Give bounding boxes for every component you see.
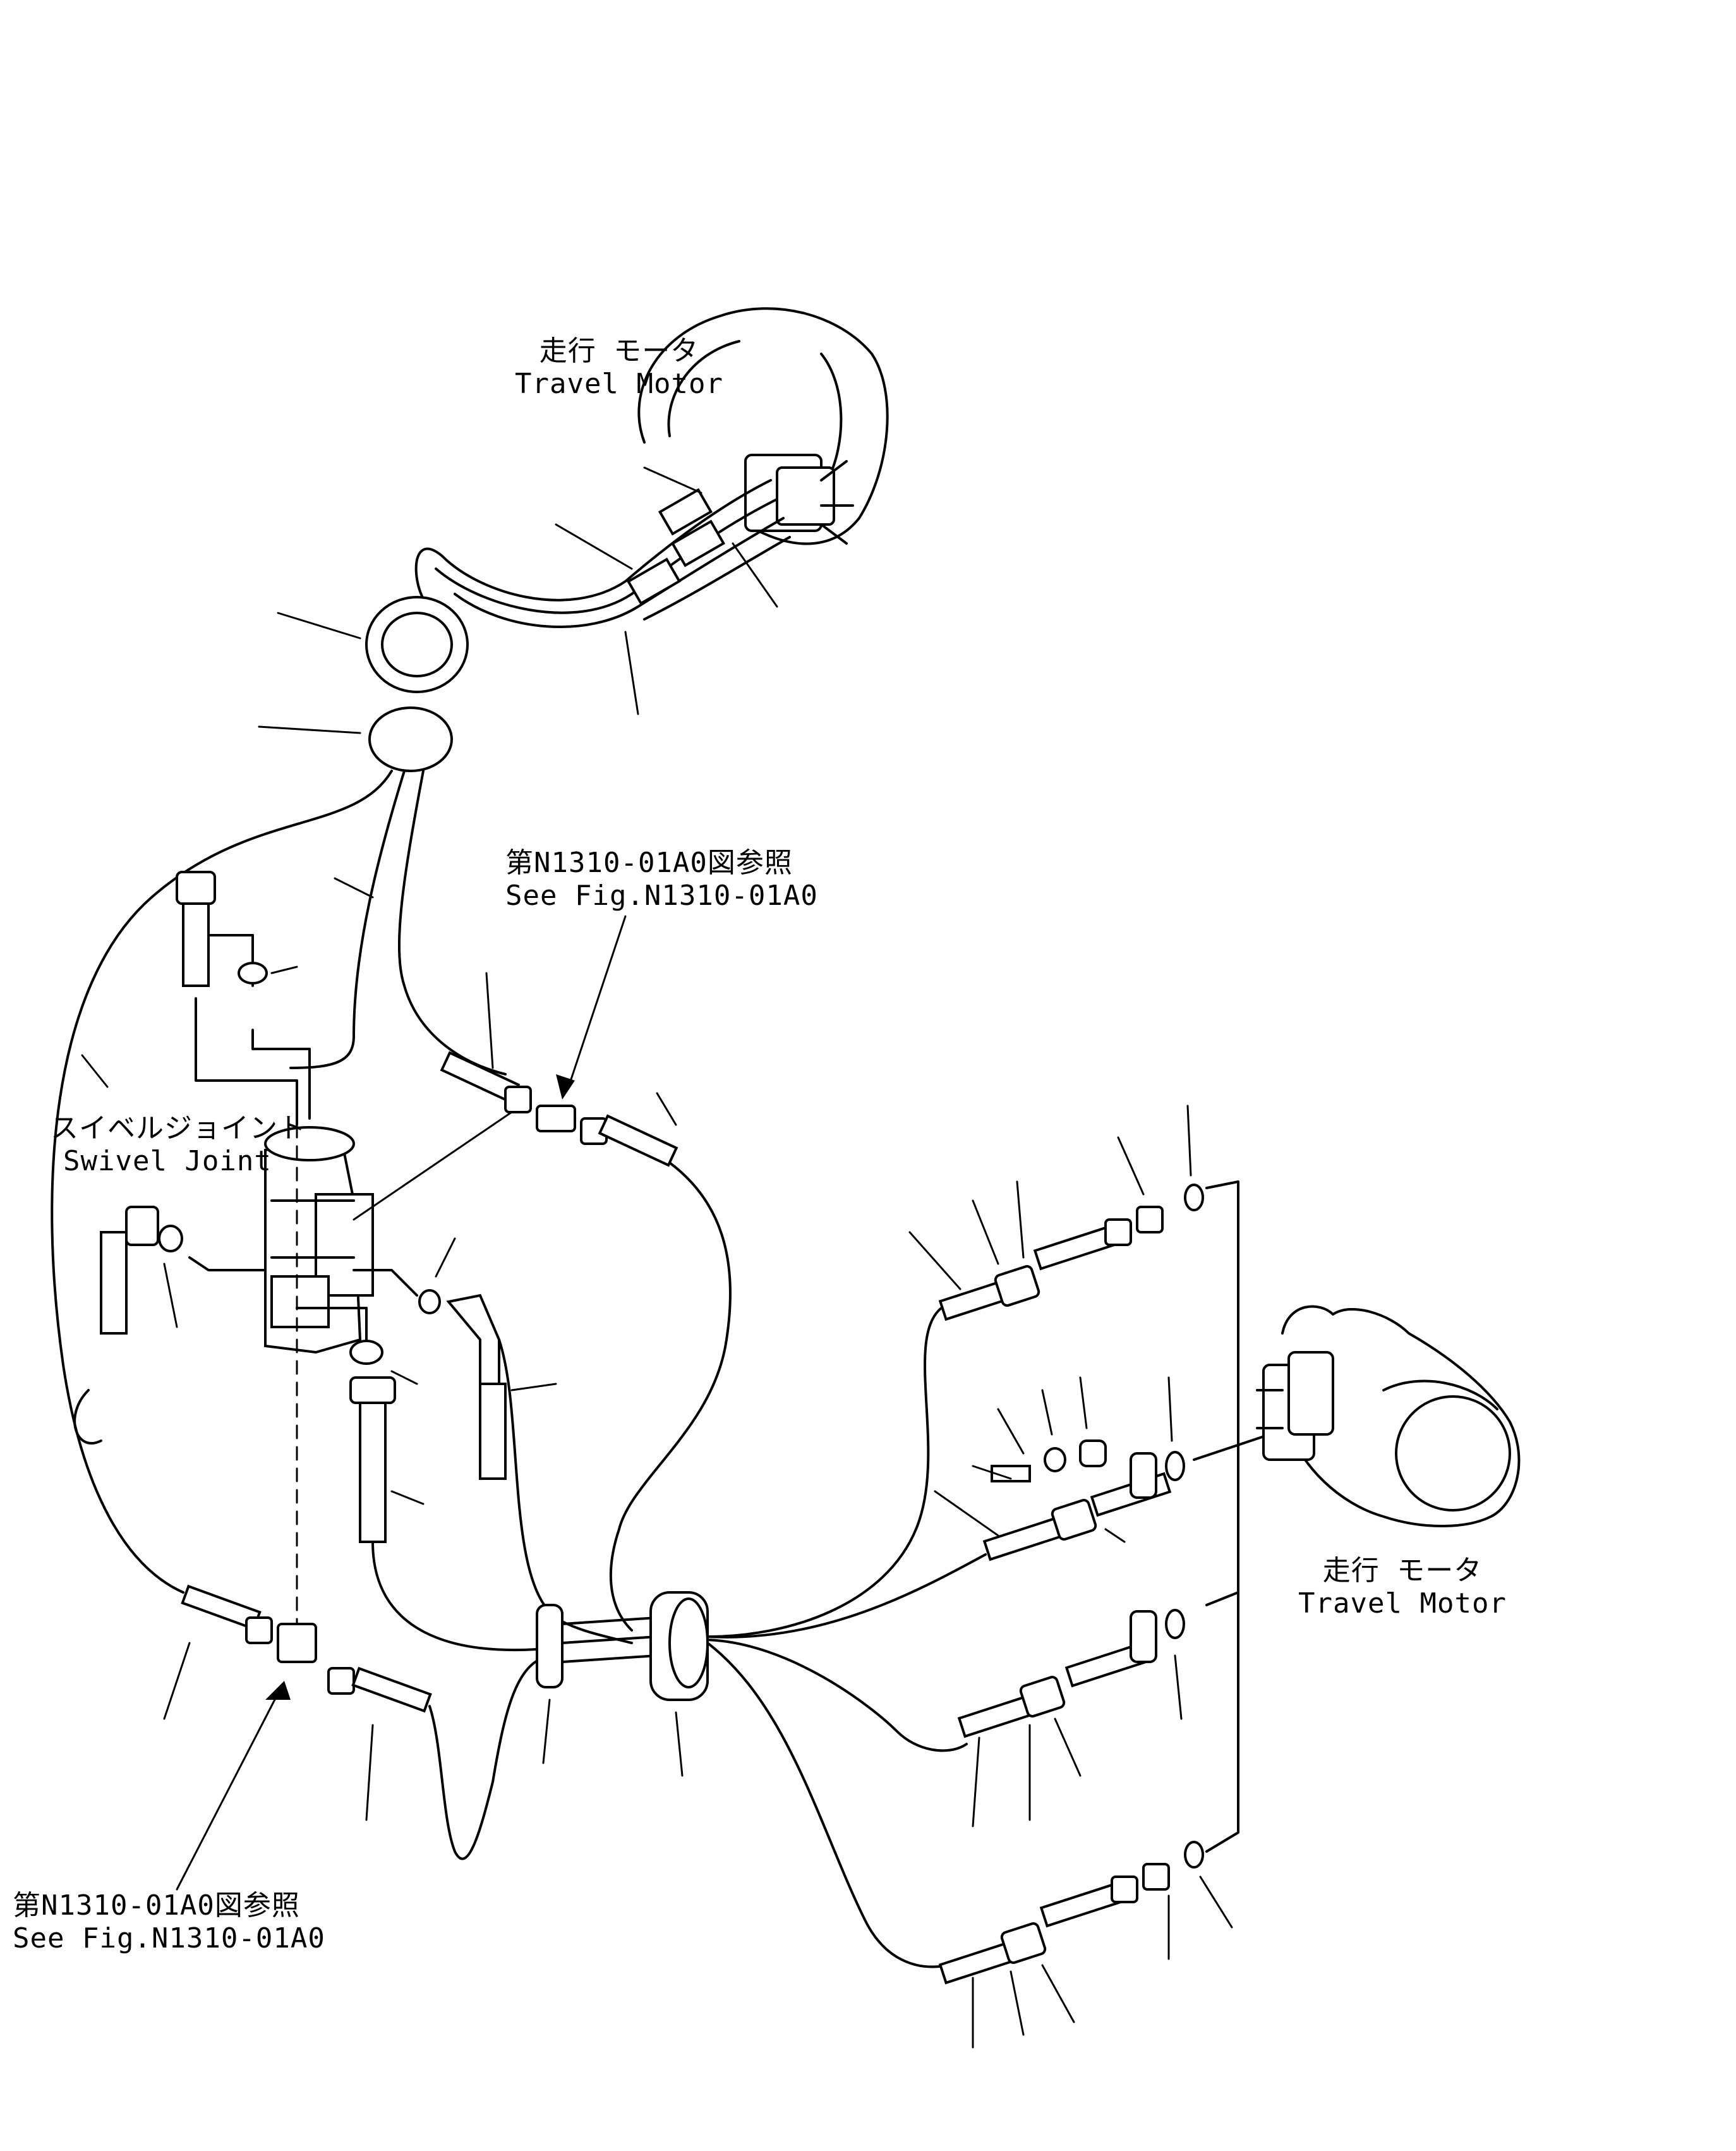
central-tee-hoses: [440, 972, 732, 1632]
label-reference-bottom-left-en: See Fig.N1310-01A0: [13, 1922, 325, 1954]
lower-hoses: [706, 1307, 987, 1968]
travel-motor-top: [637, 307, 889, 545]
bottom-tee: [163, 1584, 557, 1891]
elbow-fitting-left: [100, 1206, 267, 1335]
label-travel-motor-right: 走行 モータ Travel Motor: [1289, 1554, 1516, 1620]
fittings-below-swivel: [296, 1237, 633, 1651]
label-swivel-joint: スイベルジョイント Swivel Joint: [51, 1112, 306, 1178]
label-travel-motor-top-en: Travel Motor: [515, 368, 723, 400]
label-reference-center-jp: 第N1310-01A0図参照: [505, 847, 793, 879]
label-travel-motor-right-en: Travel Motor: [1298, 1587, 1507, 1620]
label-travel-motor-top: 走行 モータ Travel Motor: [505, 335, 733, 401]
label-swivel-joint-en: Swivel Joint: [63, 1145, 272, 1177]
right-bracket: [1193, 1180, 1271, 1853]
hose-assembly-4: [938, 1841, 1233, 2049]
hose-assembly-2: [934, 1376, 1185, 1561]
hose-assembly-3: [957, 1609, 1185, 1827]
travel-motor-right: [1256, 1305, 1521, 1527]
grommet-lower: [536, 1591, 709, 1777]
hose-assembly-1: [908, 1105, 1204, 1321]
long-hoses: [51, 770, 507, 1594]
upper-hoses: [414, 466, 791, 715]
label-reference-bottom-left: 第N1310-01A0図参照 See Fig.N1310-01A0: [13, 1889, 325, 1955]
label-reference-bottom-left-jp: 第N1310-01A0図参照: [13, 1889, 300, 1922]
elbow-fitting-top-left: [176, 871, 311, 1126]
reference-arrow-center: [556, 915, 627, 1100]
label-travel-motor-right-jp: 走行 モータ: [1322, 1554, 1483, 1587]
label-reference-center-en: See Fig.N1310-01A0: [505, 880, 818, 912]
label-travel-motor-top-jp: 走行 モータ: [539, 335, 699, 367]
label-reference-center: 第N1310-01A0図参照 See Fig.N1310-01A0: [505, 847, 818, 912]
label-swivel-joint-jp: スイベルジョイント: [51, 1112, 306, 1144]
swivel-joint: [264, 1111, 513, 1644]
grommet-upper: [258, 596, 469, 772]
